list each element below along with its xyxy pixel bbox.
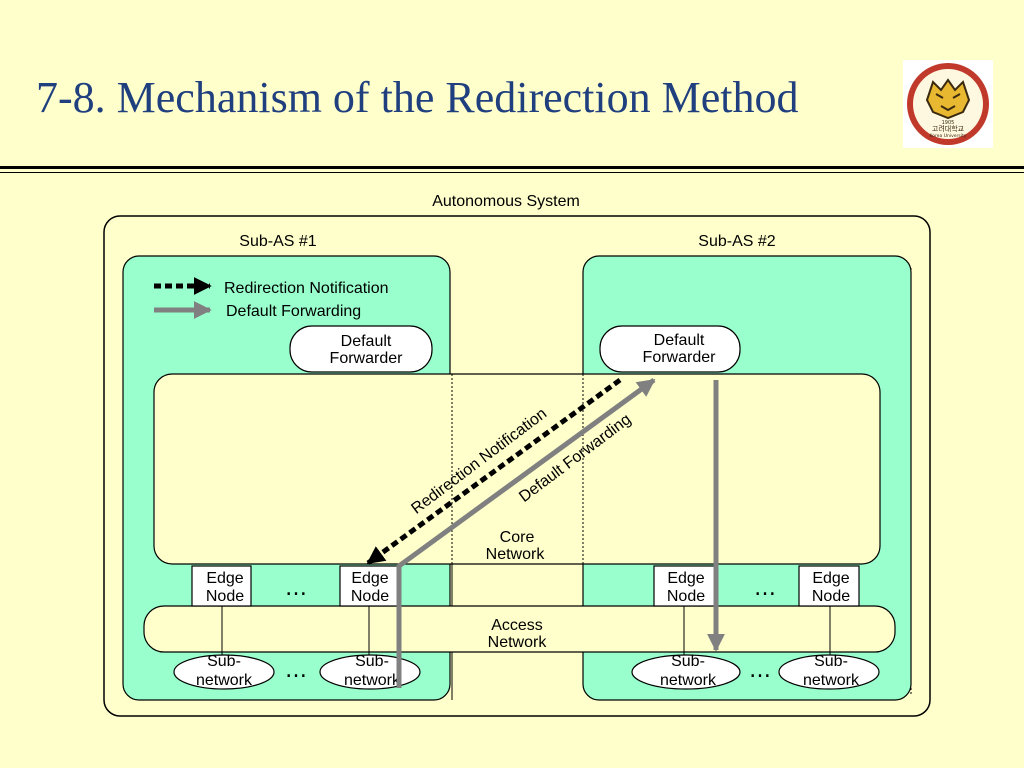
- sub-network: Sub- network: [778, 653, 880, 690]
- svg-text:Edge: Edge: [351, 570, 388, 587]
- logo-name: 고려대학교: [932, 124, 965, 133]
- sub-network: Sub- network: [319, 653, 421, 690]
- core-network-box: [153, 373, 881, 565]
- edge-node: Edge Node: [339, 565, 400, 607]
- default-forwarder-1: Default Forwarder: [289, 325, 433, 373]
- sub-as-1-label: Sub-AS #1: [239, 233, 316, 250]
- core-network-label: Core: [500, 529, 535, 546]
- svg-text:network: network: [803, 672, 860, 689]
- sub-network: Sub- network: [631, 653, 741, 690]
- svg-text:Edge: Edge: [206, 570, 243, 587]
- legend-redirection-label: Redirection Notification: [224, 280, 389, 297]
- logo-sub: Korea University: [930, 133, 967, 139]
- redirection-notification-arrow: [366, 377, 622, 566]
- default-forwarding-arrow: [396, 377, 656, 688]
- svg-text:Edge: Edge: [667, 570, 704, 587]
- university-logo: 1905 고려대학교 Korea University: [903, 60, 993, 148]
- edge-node: Edge Node: [653, 565, 718, 607]
- svg-text:Node: Node: [206, 588, 244, 605]
- svg-text:Sub-: Sub-: [207, 653, 241, 670]
- subnet-ellipsis-2: …: [749, 658, 771, 683]
- legend-forwarding-label: Default Forwarding: [226, 303, 361, 320]
- edge-ellipsis-1: …: [285, 576, 307, 601]
- title-divider-thin: [0, 172, 1024, 173]
- svg-text:Sub-: Sub-: [355, 653, 389, 670]
- svg-text:Node: Node: [667, 588, 705, 605]
- svg-text:network: network: [344, 672, 401, 689]
- svg-text:Sub-: Sub-: [671, 653, 705, 670]
- svg-text:Edge: Edge: [812, 570, 849, 587]
- access-network-label: Access: [491, 617, 543, 634]
- svg-text:Sub-: Sub-: [814, 653, 848, 670]
- svg-text:network: network: [660, 672, 717, 689]
- svg-text:Node: Node: [351, 588, 389, 605]
- tiger-icon: [925, 78, 971, 120]
- svg-text:Node: Node: [812, 588, 850, 605]
- legend: Redirection Notification Default Forward…: [154, 277, 389, 320]
- core-network-label-2: Network: [486, 546, 546, 563]
- logo-year: 1905: [942, 120, 955, 126]
- svg-text:network: network: [196, 672, 253, 689]
- svg-text:Forwarder: Forwarder: [330, 350, 404, 367]
- svg-text:Forwarder: Forwarder: [643, 349, 717, 366]
- access-network-label-2: Network: [488, 634, 548, 651]
- edge-node: Edge Node: [798, 565, 860, 607]
- default-forwarder-2: Default Forwarder: [599, 325, 741, 373]
- autonomous-system-label: Autonomous System: [432, 193, 580, 210]
- subnet-ellipsis-1: …: [285, 658, 307, 683]
- sub-network: Sub- network: [173, 653, 275, 690]
- svg-text:Default: Default: [654, 332, 705, 349]
- title-divider: [0, 166, 1024, 169]
- edge-ellipsis-2: …: [754, 576, 776, 601]
- edge-node: Edge Node: [191, 565, 252, 607]
- slide-title: 7-8. Mechanism of the Redirection Method: [36, 73, 799, 122]
- sub-as-2-label: Sub-AS #2: [698, 233, 775, 250]
- svg-text:Default: Default: [341, 333, 392, 350]
